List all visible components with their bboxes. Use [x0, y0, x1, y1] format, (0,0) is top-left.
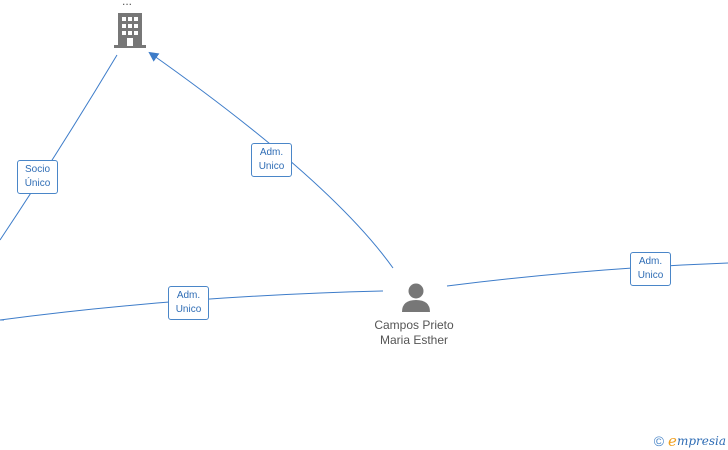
copyright-symbol: © [653, 433, 665, 449]
edge-label-line2: Único [24, 178, 51, 189]
edge-label-line1: Adm. [259, 147, 284, 158]
edge-label-socio-unico[interactable]: Socio Único [17, 160, 58, 194]
edge-label-line1: Adm. [638, 256, 663, 267]
edge-label-line2: Unico [258, 161, 285, 172]
brand-logo-text: mpresia [676, 434, 726, 448]
edge-label-line2: Unico [175, 304, 202, 315]
edge-label-line1: Adm. [176, 290, 201, 301]
edge-label-adm-unico-right[interactable]: Adm. Unico [630, 252, 671, 286]
person-icon[interactable] [401, 282, 431, 312]
person-name[interactable]: Campos Prieto Maria Esther [374, 318, 454, 347]
edge-label-adm-unico-company[interactable]: Adm. Unico [251, 143, 292, 177]
edge-adm-unico-right [446, 262, 728, 287]
building-icon[interactable] [114, 13, 146, 49]
empresia-watermark: © e mpresia [654, 432, 726, 450]
edge-label-line1: Socio [24, 164, 50, 175]
company-label[interactable]: ... [122, 0, 133, 8]
edge-adm-unico-company [148, 51, 394, 269]
edge-label-adm-unico-left[interactable]: Adm. Unico [168, 286, 209, 320]
edge-label-line2: Unico [637, 270, 664, 281]
brand-logo-initial: e [668, 432, 677, 450]
edge-socio-unico [0, 54, 118, 241]
